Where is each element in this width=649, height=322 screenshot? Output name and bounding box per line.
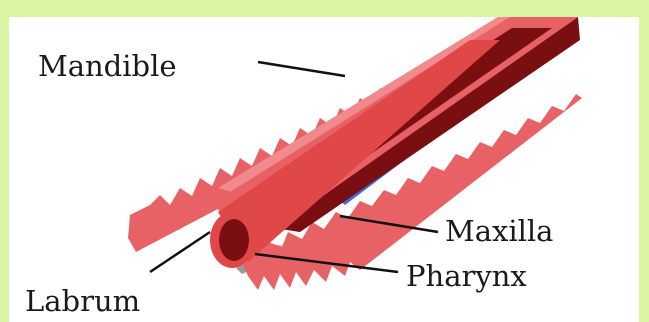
labrum-tube-lumen: [219, 219, 249, 261]
pharynx-label: Pharynx: [406, 262, 527, 291]
labrum-label: Labrum: [25, 287, 140, 316]
mandible-label: Mandible: [38, 52, 177, 81]
mandible-leader-line: [258, 62, 345, 76]
maxilla-label: Maxilla: [445, 217, 553, 246]
